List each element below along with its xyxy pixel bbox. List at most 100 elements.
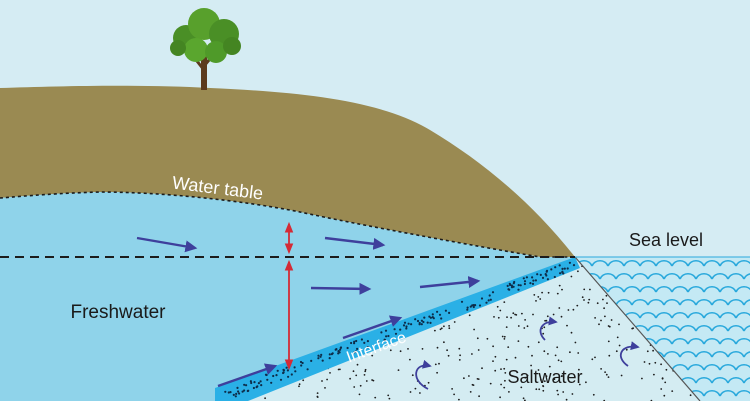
wave-mark <box>695 350 713 358</box>
stipple-dot <box>577 352 580 354</box>
stipple-dot <box>249 380 252 383</box>
stipple-dot <box>383 338 387 342</box>
stipple-dot <box>571 393 574 395</box>
stipple-dot <box>224 390 227 393</box>
stipple-dot <box>388 397 391 400</box>
stipple-dot <box>605 294 608 297</box>
stipple-dot <box>546 315 549 318</box>
stipple-dot <box>553 378 556 381</box>
stipple-dot <box>507 346 510 348</box>
stipple-dot <box>338 351 341 354</box>
stipple-dot <box>504 372 507 374</box>
stipple-dot <box>541 291 543 294</box>
stipple-dot <box>524 319 526 321</box>
stipple-dot <box>578 383 581 386</box>
stipple-dot <box>429 321 432 324</box>
wave-mark <box>663 298 681 306</box>
stipple-dot <box>671 390 674 392</box>
stipple-dot <box>538 388 541 391</box>
circulation-arrow <box>539 316 558 341</box>
wave-mark <box>599 272 617 280</box>
stipple-dot <box>365 380 368 382</box>
stipple-dot <box>510 286 514 289</box>
stipple-dot <box>403 321 407 324</box>
stipple-dot <box>275 374 278 377</box>
stipple-dot <box>652 349 654 352</box>
stipple-dot <box>520 386 523 389</box>
wave-mark <box>623 285 641 293</box>
stipple-dot <box>663 394 666 397</box>
stipple-dot <box>411 374 414 377</box>
wave-mark <box>591 259 609 267</box>
stipple-dot <box>444 309 447 312</box>
stipple-dot <box>360 338 363 341</box>
stipple-dot <box>561 288 563 291</box>
stipple-dot <box>497 316 500 319</box>
stipple-dot <box>643 361 646 363</box>
stipple-dot <box>500 368 502 370</box>
stipple-dot <box>539 273 542 276</box>
stipple-dot <box>503 335 506 338</box>
stipple-dot <box>542 385 545 388</box>
wave-mark <box>711 272 729 280</box>
wave-mark <box>727 350 745 358</box>
stipple-dot <box>594 356 596 359</box>
stipple-dot <box>286 369 289 372</box>
stipple-dot <box>256 385 259 388</box>
stipple-dot <box>605 373 608 376</box>
flow-arrow <box>136 236 198 253</box>
stipple-dot <box>620 374 623 377</box>
stipple-dot <box>534 279 538 282</box>
stipple-dot <box>513 280 516 284</box>
circulation-arrow <box>619 341 640 367</box>
wave-mark <box>703 311 721 319</box>
flow-arrow <box>310 282 372 295</box>
wave-mark <box>607 259 625 267</box>
stipple-dot <box>608 354 611 357</box>
stipple-dot <box>660 388 663 390</box>
stipple-dot <box>574 341 577 344</box>
stipple-dot <box>488 294 491 297</box>
stipple-dot <box>425 362 427 364</box>
freshwater-label: Freshwater <box>70 302 166 323</box>
stipple-dot <box>542 389 545 392</box>
stipple-dot <box>508 391 510 393</box>
stipple-dot <box>514 313 516 316</box>
stipple-dot <box>330 353 333 356</box>
stipple-dot <box>377 341 380 344</box>
stipple-dot <box>519 284 522 287</box>
wave-mark <box>639 285 657 293</box>
stipple-dot <box>418 323 421 326</box>
stipple-dot <box>339 368 341 371</box>
stipple-dot <box>496 305 499 308</box>
stipple-dot <box>509 283 512 287</box>
stipple-dot <box>363 374 366 376</box>
stipple-dot <box>535 388 538 391</box>
stipple-dot <box>542 332 545 335</box>
wave-mark <box>711 350 729 358</box>
stipple-dot <box>237 390 240 393</box>
stipple-dot <box>546 278 550 281</box>
stipple-dot <box>468 375 470 377</box>
stipple-dot <box>539 298 542 300</box>
stipple-dot <box>532 313 534 316</box>
stipple-dot <box>558 264 561 267</box>
wave-mark <box>695 298 713 306</box>
stipple-dot <box>440 327 443 330</box>
stipple-dot <box>503 338 506 340</box>
stipple-dot <box>371 354 374 357</box>
wave-mark <box>687 337 705 345</box>
stipple-dot <box>247 389 250 392</box>
wave-mark <box>719 389 737 397</box>
stipple-dot <box>561 267 564 270</box>
wave-mark <box>687 363 705 371</box>
stipple-dot <box>602 298 604 301</box>
stipple-dot <box>294 370 297 373</box>
stipple-dot <box>523 327 526 329</box>
wave-mark <box>639 311 657 319</box>
stipple-dot <box>525 276 529 279</box>
stipple-dot <box>486 337 489 340</box>
wave-mark <box>735 311 750 319</box>
stipple-dot <box>232 393 235 396</box>
